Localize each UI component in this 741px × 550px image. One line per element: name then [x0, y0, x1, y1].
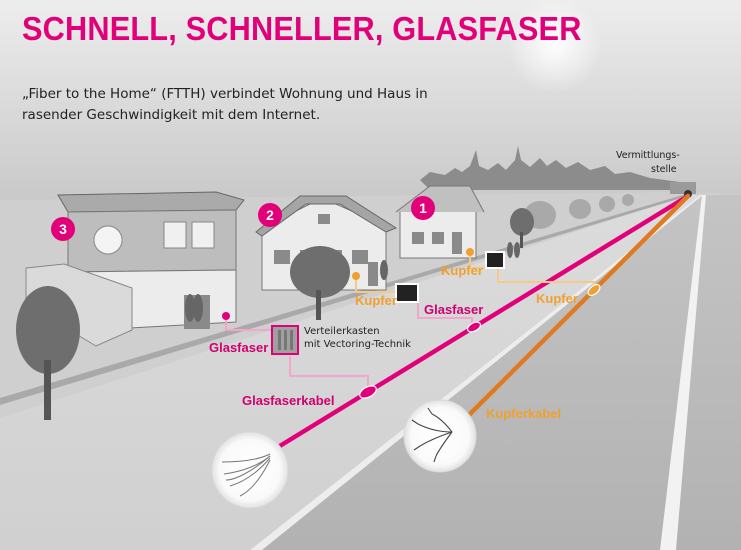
- kupferkabel-label: Kupferkabel: [486, 406, 562, 421]
- glasfaser-label-mid: Glasfaser: [424, 302, 484, 317]
- intro-text: „Fiber to the Home“ (FTTH) verbindet Woh…: [22, 86, 428, 123]
- exchange-building: [670, 182, 696, 194]
- kupfer-label-house2: Kupfer: [355, 293, 397, 308]
- kupfer-label-line: Kupfer: [536, 291, 578, 306]
- kupfer-label-house1: Kupfer: [441, 263, 483, 278]
- house-3-badge: 3: [51, 217, 75, 241]
- house-3: [25, 191, 245, 347]
- cables: [222, 193, 691, 455]
- copper-box-1: [395, 283, 419, 303]
- copper-cross-section: [403, 399, 477, 473]
- trees: [16, 208, 534, 420]
- page-title: SCHNELL, SCHNELLER, GLASFASER: [22, 10, 582, 47]
- verteilerkasten-line2: mit Vectoring-Technik: [304, 339, 411, 350]
- distribution-boxes: [271, 251, 505, 355]
- house-1-badge: 1: [411, 196, 435, 220]
- people: [185, 242, 520, 322]
- copper-box-2: [485, 251, 505, 269]
- exchange-label-line2: stelle: [651, 164, 677, 175]
- verteilerkasten-line1: Verteilerkasten: [304, 326, 380, 337]
- fiber-cross-section: [211, 431, 289, 509]
- copper-cable-line: [449, 193, 691, 435]
- house-2-badge: 2: [258, 203, 282, 227]
- glasfaser-label-house3: Glasfaser: [209, 340, 269, 355]
- glasfaserkabel-label: Glasfaserkabel: [242, 393, 335, 408]
- skyline: [420, 146, 690, 190]
- exchange-label-line1: Vermittlungs-: [616, 150, 680, 161]
